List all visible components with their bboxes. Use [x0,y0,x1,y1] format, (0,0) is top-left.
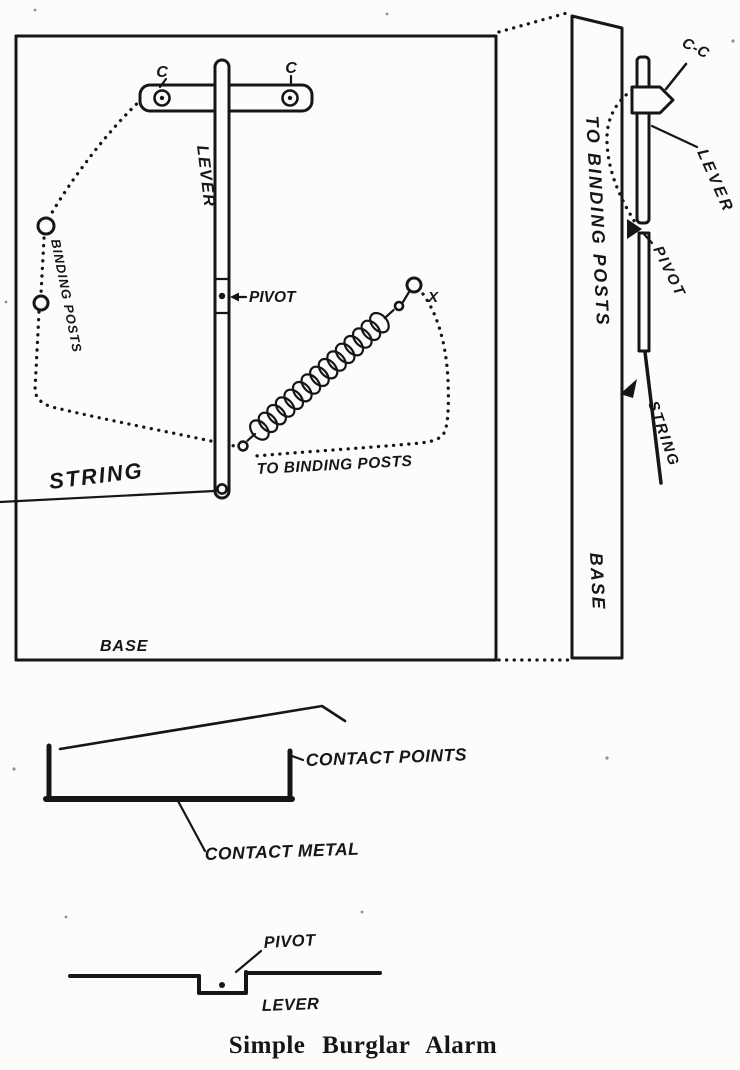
contact-metal-label: CONTACT METAL [204,839,359,864]
side-base-board [570,14,624,660]
pivot-detail: PIVOT LEVER [68,931,382,1015]
binding-posts-label: BINDING POSTS [48,238,85,354]
front-base-outline [14,34,498,662]
pivot-notch [197,970,248,995]
side-cc-leader [664,62,688,91]
pivot-label: PIVOT [249,289,297,306]
lever-pivot-pin [218,292,226,300]
pivot-pin-dot [219,982,225,988]
front-view: BINDING POSTS C C LEVER PIVOT [0,34,498,662]
contact-c-right-label: C [285,60,297,77]
contact-points-pointer [58,704,347,751]
side-contact-arrow [630,85,675,115]
binding-post-lower [32,294,50,312]
side-lever-lower [637,231,651,353]
contact-points-label: CONTACT POINTS [305,744,467,770]
side-string-dots [605,80,647,226]
string-dotted-lower-run [33,310,241,449]
contact-metal-leader [176,799,207,853]
contact-metal-detail: CONTACT POINTS CONTACT METAL [43,704,467,864]
pivot-detail-leader [234,949,263,974]
front-base-label: BASE [100,638,149,655]
pivot-arrowhead [230,292,239,302]
side-pivot-wedge [627,219,642,239]
side-lever-upper [635,55,651,225]
figure-caption: Simple Burglar Alarm [229,1032,497,1059]
side-string-line [643,350,663,485]
contact-screw-right-center [287,95,293,101]
side-base-label: BASE [586,552,609,611]
contact-points-leader [290,754,305,762]
lever-detail-label: LEVER [262,995,320,1015]
string-label: STRING [48,458,145,494]
spring-lower-hook [237,440,249,452]
spring-upper-hook [393,300,405,312]
side-view: TO BINDING POSTS BASE C-C LEVER PIVOT ST… [497,11,737,662]
pivot-detail-label: PIVOT [263,931,317,952]
side-lever-label: LEVER [693,147,736,216]
side-top-connector-dots [497,11,569,34]
side-pivot-label: PIVOT [649,243,688,300]
contact-screw-left-center [159,95,165,101]
side-lever-leader [650,124,699,149]
side-string-wedge [620,379,637,398]
binding-post-upper [36,216,56,236]
spring-coil [245,308,395,445]
string-pointer-line [0,489,216,504]
string-dotted-left [48,97,144,218]
string-dotted-right-run [254,292,451,458]
spring-eye-link [401,290,411,304]
string-dotted-between-posts [39,236,46,296]
scan-specks [4,8,735,919]
contact-c-left-tick [158,77,168,89]
side-pivot-leader [641,231,654,245]
x-mark-label: X [427,289,439,306]
side-cc-label: C-C [679,34,712,62]
lever-bottom-hook [216,483,228,495]
side-string-label: STRING [644,399,682,469]
contact-c-left-label: C [156,64,168,81]
to-binding-posts-label: TO BINDING POSTS [256,453,413,478]
spring-eye [405,276,423,294]
